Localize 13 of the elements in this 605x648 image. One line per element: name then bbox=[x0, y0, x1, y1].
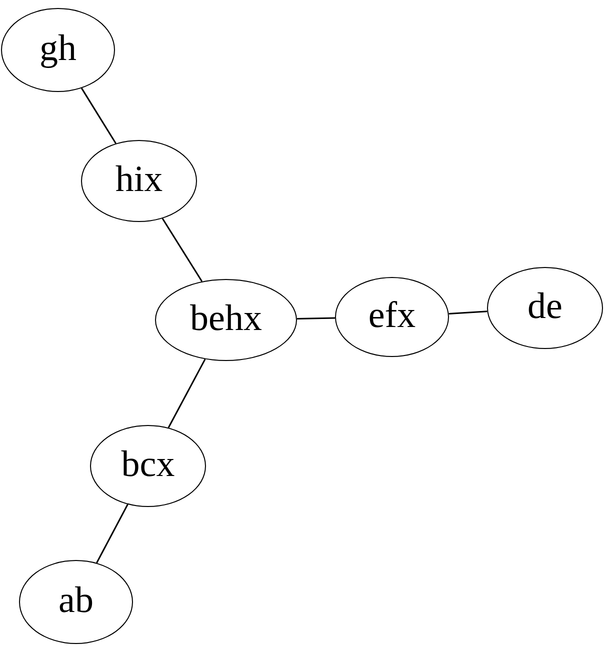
node-label: behx bbox=[190, 300, 262, 340]
node-label: gh bbox=[40, 30, 76, 70]
node-label: ab bbox=[58, 582, 94, 622]
connector-line bbox=[448, 310, 488, 314]
node-label: de bbox=[528, 288, 562, 328]
node-label: efx bbox=[368, 296, 416, 338]
node-label: bcx bbox=[121, 446, 175, 486]
connector-line bbox=[296, 317, 336, 320]
connector-line bbox=[96, 504, 128, 564]
connector-line bbox=[168, 358, 206, 428]
connector-line bbox=[162, 218, 203, 282]
connector-line bbox=[80, 88, 116, 144]
node-label: hix bbox=[115, 160, 163, 202]
